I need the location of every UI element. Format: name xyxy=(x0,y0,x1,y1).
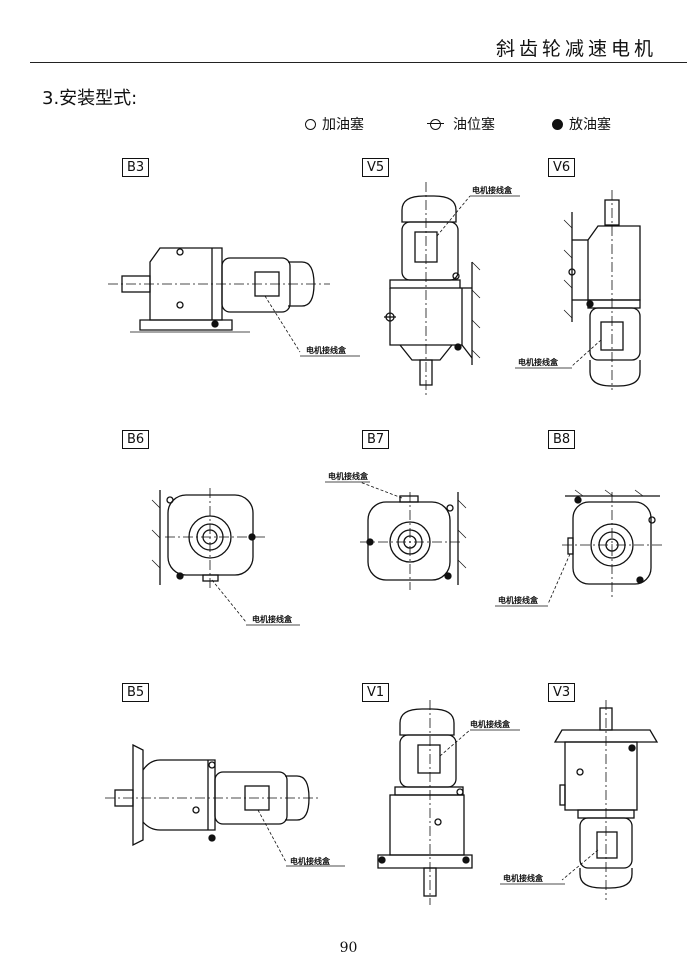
mounting-code-v5: V5 xyxy=(362,158,390,177)
drawing-v3 xyxy=(500,700,659,900)
callout-terminal-box-b3: 电机接线盒 xyxy=(306,346,346,355)
callout-terminal-box-b5: 电机接线盒 xyxy=(290,857,330,866)
mounting-code-v3: V3 xyxy=(548,683,576,702)
filled-circle-icon xyxy=(552,118,563,130)
drawing-v6 xyxy=(515,190,641,390)
callout-terminal-box-v1: 电机接线盒 xyxy=(470,720,510,729)
drawing-b6 xyxy=(151,488,300,626)
callout-terminal-box-b8: 电机接线盒 xyxy=(498,596,538,605)
drawing-b7 xyxy=(325,481,467,590)
legend-label: 油位塞 xyxy=(453,117,495,133)
legend-label: 放油塞 xyxy=(569,117,611,133)
mounting-code-b7: B7 xyxy=(362,430,390,449)
legend-fill-plug: 加油塞 xyxy=(305,114,364,134)
drawing-b5 xyxy=(105,743,345,867)
page-number: 90 xyxy=(339,940,358,956)
mounting-code-v6: V6 xyxy=(548,158,576,177)
open-circle-icon xyxy=(305,118,316,130)
callout-terminal-box-b7: 电机接线盒 xyxy=(328,472,368,481)
callout-terminal-box-b6: 电机接线盒 xyxy=(252,615,292,624)
callout-terminal-box-v6: 电机接线盒 xyxy=(518,358,558,367)
header-rule xyxy=(30,62,687,63)
drawing-b3 xyxy=(108,247,360,357)
section-title: 3.安装型式: xyxy=(42,88,138,109)
legend-label: 加油塞 xyxy=(322,117,364,133)
legend-drain-plug: 放油塞 xyxy=(552,114,611,134)
barred-circle-icon xyxy=(427,118,444,130)
mounting-code-v1: V1 xyxy=(362,683,390,702)
mounting-code-b8: B8 xyxy=(548,430,576,449)
legend-level-plug: 油位塞 xyxy=(427,114,495,134)
header-title: 斜齿轮减速电机 xyxy=(495,38,657,60)
mounting-code-b6: B6 xyxy=(122,430,150,449)
mounting-code-b5: B5 xyxy=(122,683,150,702)
drawing-v1 xyxy=(377,700,520,905)
drawing-v5 xyxy=(384,182,520,395)
drawing-b8 xyxy=(495,489,665,607)
callout-terminal-box-v3: 电机接线盒 xyxy=(503,874,543,883)
callout-terminal-box-v5: 电机接线盒 xyxy=(472,186,512,195)
mounting-code-b3: B3 xyxy=(122,158,150,177)
